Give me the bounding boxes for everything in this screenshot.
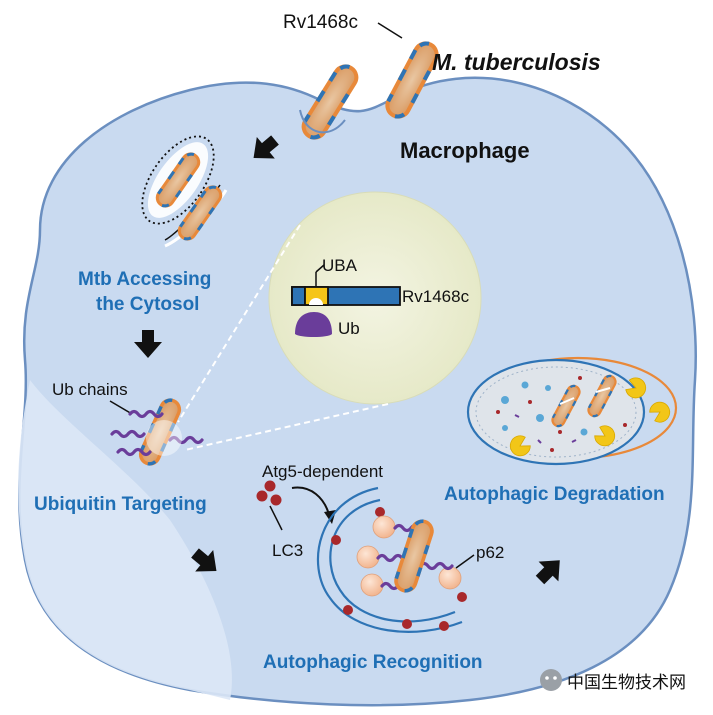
autolysosome [466, 356, 678, 466]
ubiquitinated-bacterium [110, 395, 204, 469]
lc3-label: LC3 [272, 541, 303, 560]
ub-label: Ub [338, 319, 360, 338]
mtb-accessing-label-line1: Mtb Accessing [78, 269, 211, 290]
rv1468c-top-label: Rv1468c [283, 12, 358, 33]
zoom-dashed-line-upper [177, 224, 301, 423]
rv1468c-domain-label: Rv1468c [402, 287, 470, 306]
uba-label: UBA [322, 256, 358, 275]
atg5-label: Atg5-dependent [262, 462, 383, 481]
ubiquitin-targeting-label: Ubiquitin Targeting [34, 494, 207, 515]
phagophore [316, 486, 467, 633]
wechat-logo-icon [540, 669, 562, 691]
autophagic-degradation-label: Autophagic Degradation [444, 484, 665, 505]
zoom-dashed-line-lower [184, 403, 389, 451]
rv1468c-domain-diagram [291, 264, 401, 306]
ub-chains-leader-line [109, 400, 133, 415]
p62-leader-line [455, 554, 475, 569]
ub-chains-label: Ub chains [52, 380, 128, 399]
phagosome-bacteria [141, 135, 228, 248]
rv1468c-leader-line [377, 22, 403, 39]
watermark-label: 中国生物技术网 [567, 673, 686, 692]
organism-label: M. tuberculosis [432, 49, 601, 75]
p62-complexes [356, 515, 462, 597]
membrane-invagination [299, 109, 346, 134]
autophagic-recognition-label: Autophagic Recognition [263, 652, 483, 673]
cytoplasm-highlight [18, 380, 232, 700]
mtb-accessing-label-line2: the Cytosol [96, 294, 199, 315]
lc3-leader-line [269, 505, 283, 531]
p62-label: p62 [476, 543, 504, 562]
lc3-particles [256, 480, 282, 506]
macrophage-label: Macrophage [400, 138, 530, 163]
ubiquitin-icon [295, 312, 332, 337]
